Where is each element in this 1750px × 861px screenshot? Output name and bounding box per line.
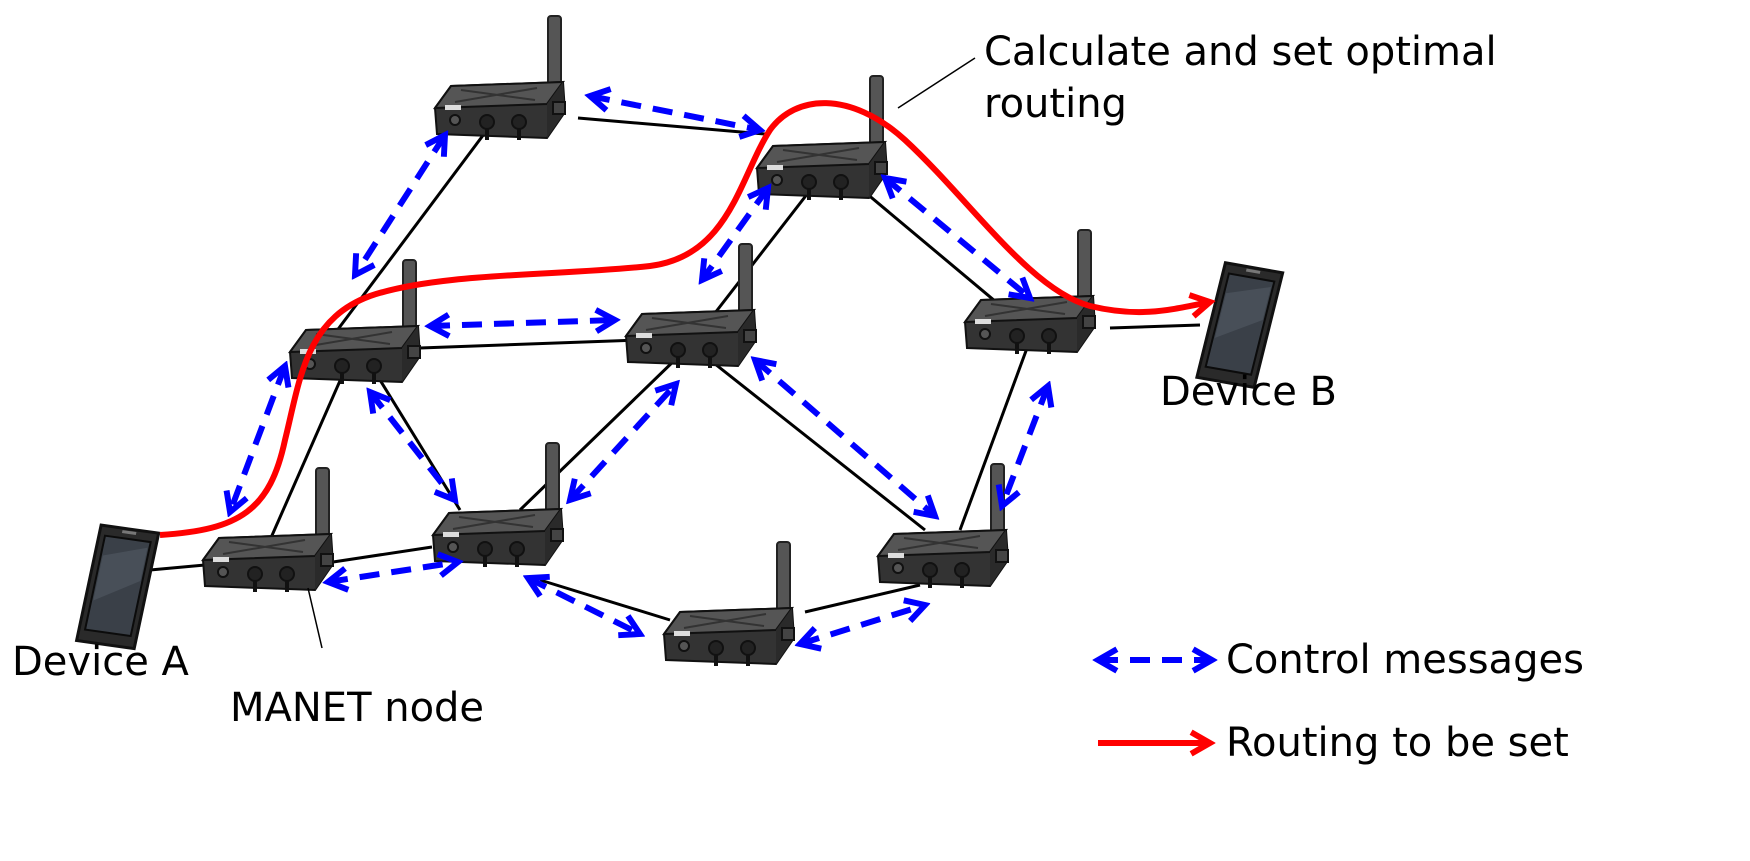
manet-node-icon bbox=[756, 75, 888, 201]
callout-text-line2: routing bbox=[984, 81, 1127, 127]
callout-leader bbox=[897, 57, 976, 109]
manet-node-icon bbox=[625, 243, 757, 369]
legend-route-label: Routing to be set bbox=[1226, 720, 1569, 766]
manet-node-icon bbox=[289, 259, 421, 385]
manet-node-icon bbox=[663, 541, 795, 667]
legend bbox=[1098, 660, 1212, 743]
legend-control-label: Control messages bbox=[1226, 637, 1584, 683]
node-leader bbox=[307, 587, 323, 649]
control-message-arrows bbox=[230, 96, 1048, 644]
device-b-label: Device B bbox=[1160, 369, 1337, 415]
manet-nodes bbox=[202, 15, 1096, 667]
manet-node-icon bbox=[877, 463, 1009, 589]
manet-node-icon bbox=[432, 442, 564, 568]
smartphone-icon bbox=[75, 519, 161, 655]
device-a-label: Device A bbox=[12, 639, 189, 685]
optimal-route bbox=[159, 100, 1210, 538]
callout-text-line1: Calculate and set optimal bbox=[984, 29, 1497, 75]
manet-node-label: MANET node bbox=[230, 685, 485, 731]
manet-node-icon bbox=[434, 15, 566, 141]
